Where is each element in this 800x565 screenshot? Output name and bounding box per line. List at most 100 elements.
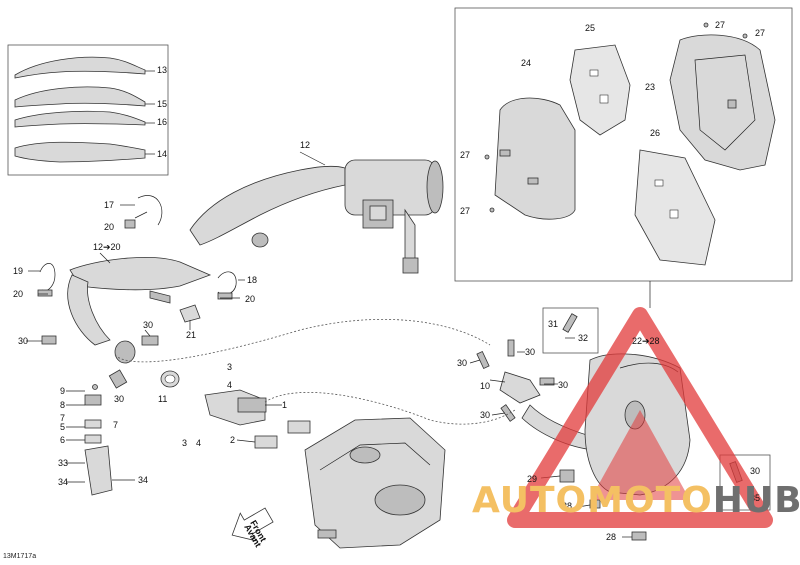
muffler-half-shell-24 <box>494 97 576 220</box>
watermark-text-2: HUB <box>712 480 800 521</box>
callout-30-b: 30 <box>143 320 153 330</box>
gasket-11 <box>160 370 180 388</box>
watermark-triangle <box>507 307 773 528</box>
bracket-21 <box>179 304 201 330</box>
callout-34-right: 34 <box>138 475 148 485</box>
callout-7-left: 7 <box>60 413 65 423</box>
callout-1: 1 <box>282 400 287 410</box>
routing-line-b <box>264 392 516 425</box>
heat-shield-26 <box>634 149 716 266</box>
clamp-17 <box>120 195 163 226</box>
spring-30f <box>539 377 555 386</box>
callout-26: 26 <box>650 128 660 138</box>
callout-32: 32 <box>578 333 588 343</box>
gasket-2-a <box>254 435 278 449</box>
callout-28-b: 28 <box>606 532 616 542</box>
callout-9: 9 <box>60 386 65 396</box>
muffler-half-shell-23 <box>669 34 776 171</box>
callout-14: 14 <box>157 149 167 159</box>
callout-25: 25 <box>585 23 595 33</box>
leader-lines <box>26 211 632 538</box>
watermark-logo: AUTOMOTOHUB <box>472 480 800 521</box>
callout-27-a: 27 <box>715 20 725 30</box>
watermark-text-1: AUTOMOTO <box>472 480 713 521</box>
spring-detail-frame <box>542 307 599 354</box>
spring-30c <box>108 369 128 389</box>
callout-30-e: 30 <box>525 347 535 357</box>
heat-shield-15 <box>14 86 155 108</box>
engine-block <box>304 417 446 549</box>
tuned-pipe-12-20 <box>67 252 212 364</box>
spring-31 <box>562 313 578 333</box>
callout-35: 35 <box>750 493 760 503</box>
callout-21: 21 <box>186 330 196 340</box>
callout-13: 13 <box>157 65 167 75</box>
gasket-2-b <box>287 420 311 434</box>
heat-shield-13 <box>14 56 155 79</box>
spring-detail-frame-right <box>719 454 771 511</box>
callout-22-28: 22➔28 <box>632 336 660 346</box>
callout-2: 2 <box>230 435 235 445</box>
spring-30d <box>476 350 490 370</box>
callout-7-right: 7 <box>113 420 118 430</box>
callout-20-c: 20 <box>245 294 255 304</box>
callout-30-d: 30 <box>457 358 467 368</box>
callout-12-20: 12➔20 <box>93 242 121 252</box>
tuned-pipe-12 <box>189 151 444 274</box>
callout-33: 33 <box>58 458 68 468</box>
callout-30-h: 30 <box>750 466 760 476</box>
callout-4-upper: 4 <box>227 380 232 390</box>
figure-code: 13M1717a <box>3 553 37 560</box>
callout-30-c: 30 <box>114 394 124 404</box>
front-direction-arrow <box>231 507 274 542</box>
callout-3-lower: 3 <box>182 438 187 448</box>
callout-20-b: 20 <box>13 289 23 299</box>
heat-shield-14 <box>14 141 155 163</box>
callout-29: 29 <box>527 474 537 484</box>
callout-3-upper: 3 <box>227 362 232 372</box>
callout-30-a: 30 <box>18 336 28 346</box>
callout-10: 10 <box>480 381 490 391</box>
callout-17: 17 <box>104 200 114 210</box>
callout-30-spring-box: 31 <box>548 319 558 329</box>
heat-shield-25 <box>569 44 631 136</box>
callout-19: 19 <box>13 266 23 276</box>
muffler-shell-inset-frame <box>454 7 793 282</box>
clamp-19 <box>28 263 56 291</box>
callout-6: 6 <box>60 435 65 445</box>
spring-30e <box>507 339 515 357</box>
muffler-variants-inset-frame <box>7 44 169 176</box>
spring-30g <box>500 404 516 422</box>
callout-4-lower: 4 <box>196 438 201 448</box>
grommet-28b <box>631 531 647 541</box>
callout-24: 24 <box>521 58 531 68</box>
coupler-10 <box>499 371 541 404</box>
clamp-retainer-20c <box>217 292 233 300</box>
callout-28-a: 28 <box>562 501 572 511</box>
hardware-stack-left <box>84 384 102 444</box>
spring-30a <box>41 335 57 345</box>
callout-16: 16 <box>157 117 167 127</box>
callout-23: 23 <box>645 82 655 92</box>
clamp-retainer-20a <box>37 289 53 297</box>
clamp-18 <box>217 271 245 295</box>
callout-labels: 1 2 3 3 4 4 5 6 7 7 8 9 10 11 12 12➔20 1… <box>13 20 765 542</box>
routing-line-a <box>114 319 491 363</box>
callout-8: 8 <box>60 400 65 410</box>
heat-shield-16 <box>14 110 155 128</box>
callout-12: 12 <box>300 140 310 150</box>
callout-5: 5 <box>60 422 65 432</box>
callout-15: 15 <box>157 99 167 109</box>
clamp-retainer-20b <box>124 219 136 229</box>
fasteners-27 <box>484 22 748 213</box>
exhaust-manifold-1 <box>204 389 282 426</box>
spring-30b <box>141 335 159 346</box>
support-33 <box>84 445 113 496</box>
callout-30-g: 30 <box>480 410 490 420</box>
callout-27-b: 27 <box>755 28 765 38</box>
callout-11: 11 <box>158 394 167 404</box>
callout-34-left: 34 <box>58 477 68 487</box>
callout-30-f: 30 <box>558 380 568 390</box>
callout-27-d: 27 <box>460 206 470 216</box>
